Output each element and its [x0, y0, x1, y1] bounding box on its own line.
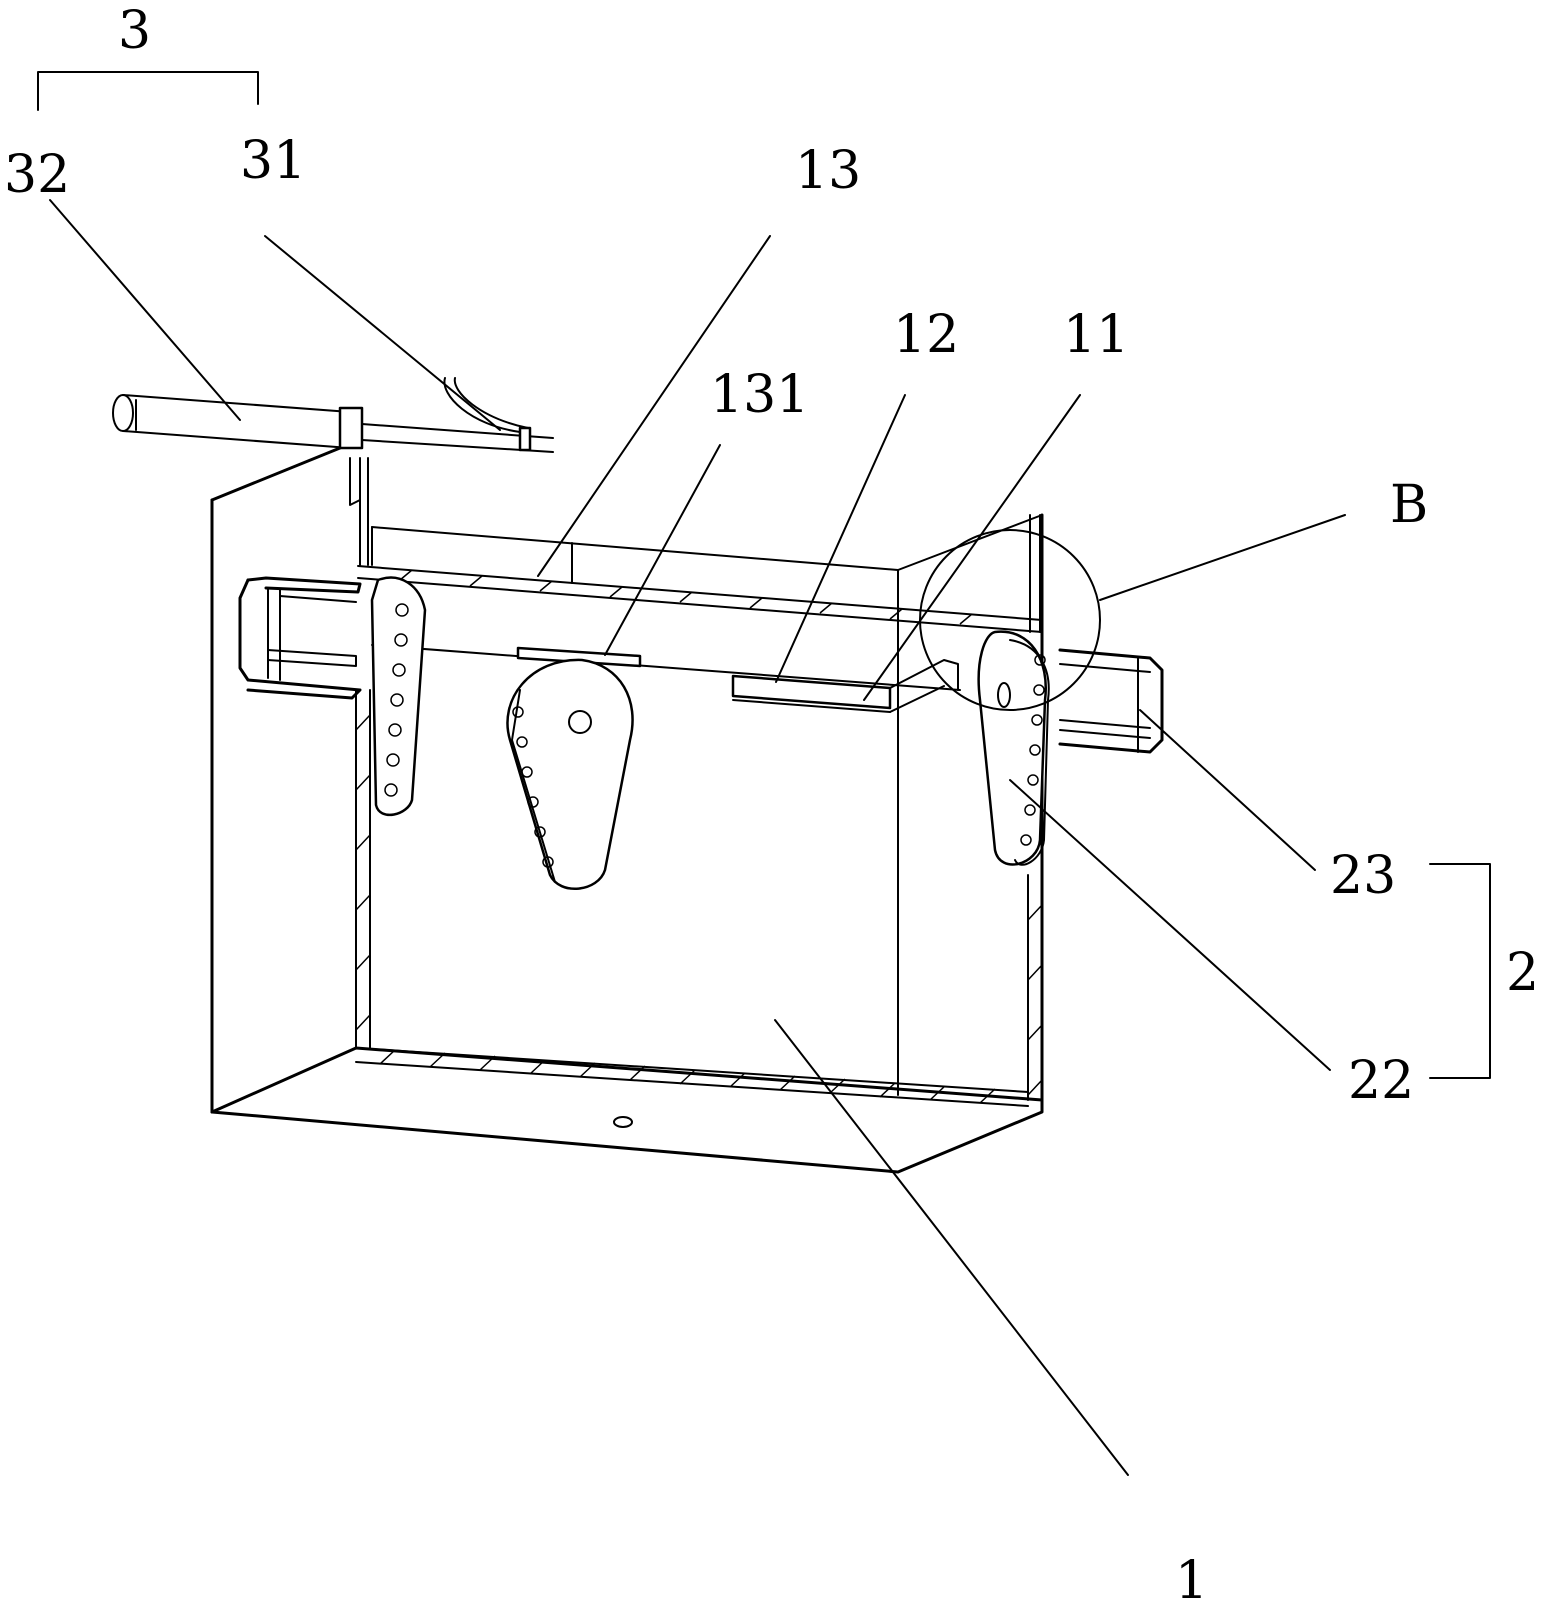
- drain-hole: [613, 1116, 633, 1128]
- label-group-2: 2: [1506, 943, 1539, 1003]
- bracket-group-3: [37, 71, 259, 111]
- label-part-1: 1: [1175, 1551, 1208, 1606]
- label-part-23: 23: [1330, 846, 1396, 906]
- bracket-group-2: [1429, 863, 1491, 1079]
- leader-31: [264, 235, 501, 431]
- tank-body: [210, 446, 1044, 1174]
- left-post: [349, 457, 369, 566]
- left-rail-clamp: [238, 576, 362, 700]
- label-part-13: 13: [795, 141, 861, 201]
- leader-32: [49, 199, 241, 421]
- right-cam-22: [977, 630, 1050, 866]
- center-cam: [506, 658, 634, 890]
- shelf-12: [731, 674, 892, 713]
- leader-12: [775, 394, 906, 683]
- leader-131: [604, 444, 721, 656]
- labels: 3 32 31 13 131 12 11 B 23 2 22 1: [4, 1, 1539, 1606]
- nozzle-31: [443, 377, 532, 452]
- label-part-32: 32: [4, 145, 70, 205]
- right-rail-clamp-23: [1058, 648, 1164, 754]
- leader-b: [1099, 514, 1346, 601]
- right-wall-section: [1027, 874, 1043, 1101]
- top-frame-13: [357, 514, 1043, 691]
- label-part-22: 22: [1348, 1051, 1414, 1111]
- bracket-11: [889, 659, 959, 713]
- left-chain-plate: [370, 576, 427, 817]
- label-part-31: 31: [240, 131, 306, 191]
- label-part-131: 131: [710, 365, 809, 425]
- leader-11: [863, 394, 1081, 701]
- leader-lines: [49, 199, 1346, 1476]
- leader-1: [774, 1019, 1129, 1476]
- label-part-12: 12: [893, 305, 959, 365]
- leader-23: [1139, 709, 1316, 871]
- left-wall-section: [355, 689, 371, 1049]
- bottom-plate-section: [355, 1047, 1029, 1107]
- leader-22: [1009, 779, 1331, 1071]
- label-group-3: 3: [118, 1, 151, 61]
- label-part-11: 11: [1063, 305, 1129, 365]
- leader-13: [537, 235, 771, 577]
- shelf-131: [516, 646, 642, 668]
- label-detail-b: B: [1390, 475, 1428, 535]
